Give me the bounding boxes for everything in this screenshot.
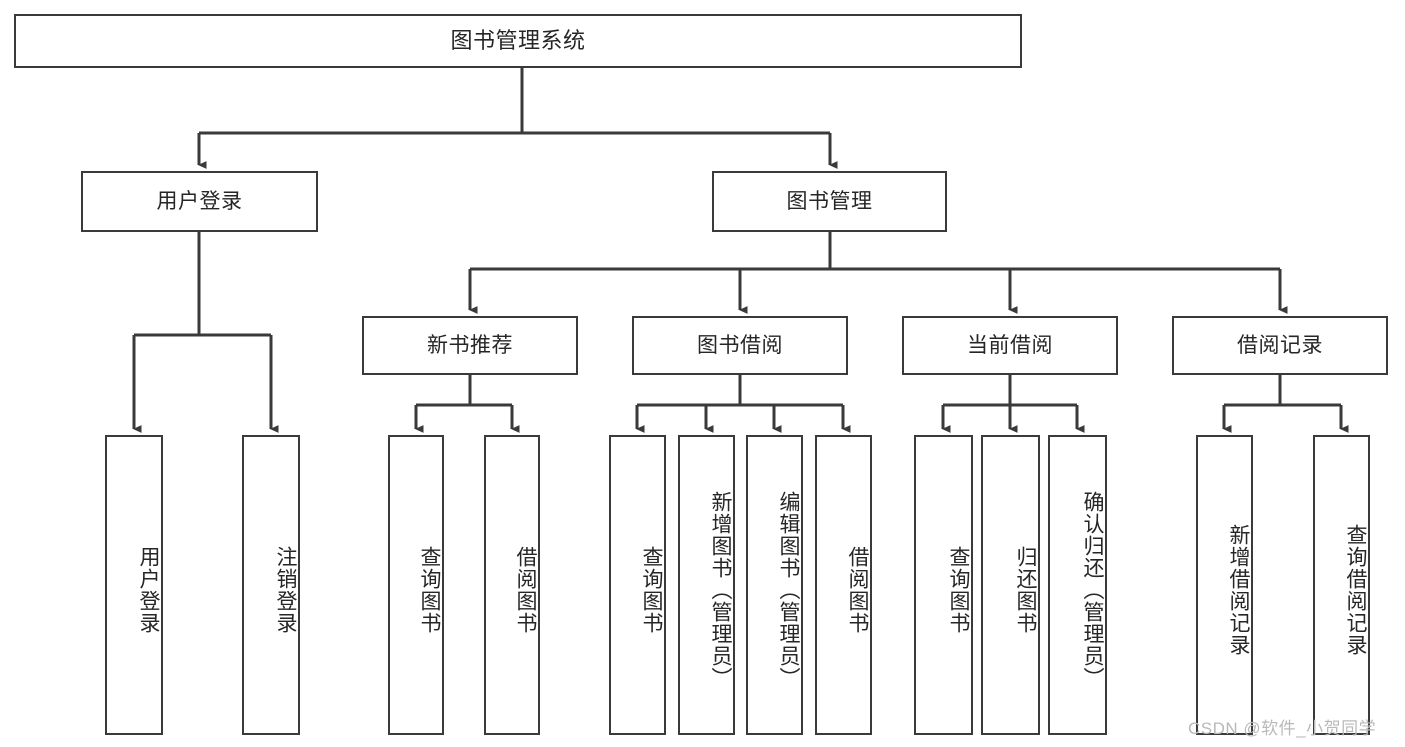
node-label: 注销登录 xyxy=(274,546,297,634)
node-label: 新增图书（管理员） xyxy=(709,491,732,689)
node-label: 查询图书 xyxy=(640,546,663,634)
node-label: 查询图书 xyxy=(418,546,441,634)
node-user-login[interactable]: 用户登录 xyxy=(81,171,318,232)
node-borrow-record[interactable]: 借阅记录 xyxy=(1172,316,1388,375)
node-label: 查询图书 xyxy=(947,546,970,634)
node-label: 编辑图书（管理员） xyxy=(777,491,800,689)
node-label: 用户登录 xyxy=(137,546,160,634)
node-label: 当前借阅 xyxy=(967,333,1053,357)
node-root-system[interactable]: 图书管理系统 xyxy=(14,14,1022,68)
leaf-user-login[interactable]: 用户登录 xyxy=(105,435,163,735)
node-label: 确认归还（管理员） xyxy=(1081,491,1104,689)
node-label: 图书管理 xyxy=(786,189,873,213)
leaf-confirm-return[interactable]: 确认归还（管理员） xyxy=(1048,435,1107,735)
leaf-query-book-2[interactable]: 查询图书 xyxy=(609,435,666,735)
leaf-add-book[interactable]: 新增图书（管理员） xyxy=(678,435,735,735)
leaf-query-record[interactable]: 查询借阅记录 xyxy=(1313,435,1370,735)
leaf-borrow-book-1[interactable]: 借阅图书 xyxy=(484,435,540,735)
node-label: 图书借阅 xyxy=(697,333,783,357)
node-current-borrow[interactable]: 当前借阅 xyxy=(902,316,1118,375)
node-label: 新书推荐 xyxy=(427,333,513,357)
leaf-query-book-1[interactable]: 查询图书 xyxy=(388,435,444,735)
node-label: 图书管理系统 xyxy=(450,27,586,53)
node-label: 借阅图书 xyxy=(846,546,869,634)
node-label: 用户登录 xyxy=(156,189,243,213)
leaf-borrow-book-2[interactable]: 借阅图书 xyxy=(815,435,872,735)
node-label: 新增借阅记录 xyxy=(1227,524,1250,656)
leaf-add-record[interactable]: 新增借阅记录 xyxy=(1196,435,1253,735)
csdn-watermark: CSDN @软件_小贺同学 xyxy=(1188,719,1377,738)
node-label: 借阅记录 xyxy=(1237,333,1323,357)
leaf-edit-book[interactable]: 编辑图书（管理员） xyxy=(746,435,803,735)
leaf-return-book[interactable]: 归还图书 xyxy=(981,435,1040,735)
node-new-book-rec[interactable]: 新书推荐 xyxy=(362,316,578,375)
leaf-query-book-3[interactable]: 查询图书 xyxy=(914,435,973,735)
node-book-manage[interactable]: 图书管理 xyxy=(712,171,947,232)
node-label: 归还图书 xyxy=(1014,546,1037,634)
node-label: 查询借阅记录 xyxy=(1344,524,1367,656)
node-label: 借阅图书 xyxy=(514,546,537,634)
node-book-borrow[interactable]: 图书借阅 xyxy=(632,316,848,375)
leaf-logout[interactable]: 注销登录 xyxy=(242,435,300,735)
